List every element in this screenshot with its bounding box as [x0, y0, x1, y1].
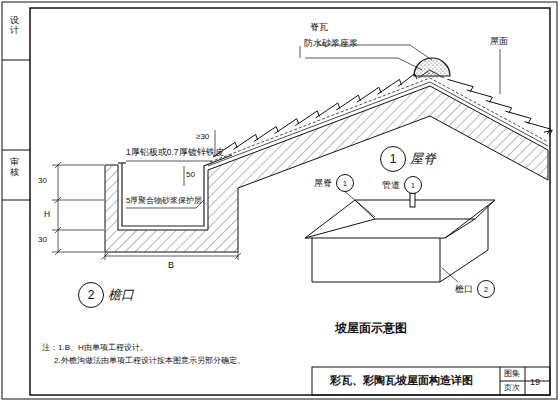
dimension-line: [52, 230, 104, 231]
material-note: 5厚聚合物砂浆保护层: [126, 196, 202, 205]
roof-tiles: [505, 111, 531, 124]
concrete-slab: [105, 86, 548, 252]
roof-layers: [208, 78, 548, 166]
metal-flashing: [118, 155, 232, 226]
dimension: ≥30: [196, 132, 209, 141]
dimension-line: [58, 165, 59, 252]
sheet-frame: [2, 60, 30, 61]
dimension: H: [44, 210, 50, 220]
roof-schematic: [305, 200, 495, 238]
part-name: 防水砂浆座浆: [304, 38, 358, 48]
ridge-tile: [418, 70, 444, 78]
roof-tiles: [213, 74, 552, 158]
roof-schematic: [305, 190, 495, 282]
roof-tiles: [275, 119, 299, 134]
note: 2.外檐沟做法由单项工程设计按本图意示另部分确定。: [54, 356, 245, 365]
dimension: 50: [186, 170, 195, 179]
roof-tiles: [377, 79, 401, 94]
page-number: 19: [530, 377, 540, 387]
signature-field: 设计: [10, 16, 19, 36]
sheet-frame: [2, 200, 30, 201]
sheet-frame: [2, 2, 557, 399]
roof-tiles: [525, 122, 551, 135]
leader-line: [126, 45, 500, 208]
dimension-line: [105, 256, 238, 257]
callout-heading: 屋脊: [314, 177, 332, 190]
roof-tiles: [295, 111, 319, 126]
detail-callout: 屋脊 1: [314, 174, 354, 192]
sheet-frame: [30, 8, 550, 395]
callout-number: 2: [477, 280, 495, 298]
roof-layers: [210, 78, 548, 162]
dimension-line: [52, 252, 104, 253]
detail-callout: 2檐口: [78, 282, 134, 308]
roof-tiles: [316, 103, 340, 118]
leader-line: [300, 46, 301, 58]
material-note: 1厚铝板或0.7厚镀锌铁皮: [126, 148, 224, 158]
dimension-line: [52, 200, 104, 201]
detail-callout: 管道 1: [382, 176, 422, 194]
sheet-frame: [312, 367, 550, 395]
leader-line: [500, 49, 501, 94]
callout-number: 2: [78, 282, 104, 308]
roof-tiles: [233, 134, 257, 149]
roof-tiles: [486, 101, 512, 114]
callout-heading: 檐口: [108, 286, 134, 304]
concrete-slab: [105, 86, 548, 252]
part-name: 屋面: [490, 36, 508, 46]
callout-heading: 管道: [382, 179, 400, 192]
dimension-line: [52, 130, 241, 260]
dimension: 30: [38, 176, 47, 185]
dimension: 30: [38, 235, 47, 244]
sheet-frame: [525, 367, 526, 395]
roof-tiles: [447, 79, 473, 92]
leader-line: [305, 58, 422, 70]
roof-tiles: [467, 90, 493, 103]
dimension-line: [102, 253, 241, 259]
metal-flashing: [122, 155, 232, 226]
callout-number: 1: [336, 174, 354, 192]
detail-callout: 1屋脊: [380, 146, 436, 172]
part-name: 脊瓦: [310, 22, 328, 32]
callout-number: 1: [380, 146, 406, 172]
callout-heading: 檐口: [455, 283, 473, 296]
sheet-frame: [2, 2, 557, 399]
title-block-cell: 图集: [504, 370, 520, 379]
roof-tiles: [336, 95, 360, 110]
roof-schematic: [305, 200, 495, 238]
roof-schematic: [312, 206, 488, 282]
sheet-frame: [2, 150, 30, 151]
dimension: B: [168, 260, 174, 270]
title-block-cell: 页次: [504, 384, 520, 393]
metal-flashing: [118, 162, 126, 163]
drawing-title: 彩瓦、彩陶瓦坡屋面构造详图: [330, 374, 473, 387]
roof-schematic: [410, 193, 415, 207]
detail-callout: 檐口 2: [455, 280, 495, 298]
figure-caption: 坡屋面示意图: [335, 322, 407, 336]
callout-number: 1: [404, 176, 422, 194]
ridge-tile: [414, 58, 450, 78]
dimension-line: [184, 166, 185, 186]
roof-tiles: [254, 127, 278, 142]
roof-tiles: [357, 87, 381, 102]
roof-schematic: [343, 190, 458, 282]
dimension-line: [52, 165, 104, 166]
callout-heading: 屋脊: [410, 150, 436, 168]
roof-tiles: [544, 130, 552, 135]
leader-line: [126, 161, 212, 162]
note: 注：1.B、H由单项工程设计。: [42, 343, 148, 352]
roof-layers: [208, 82, 548, 166]
signature-field: 审核: [10, 158, 19, 178]
dimension-line: [55, 162, 61, 255]
